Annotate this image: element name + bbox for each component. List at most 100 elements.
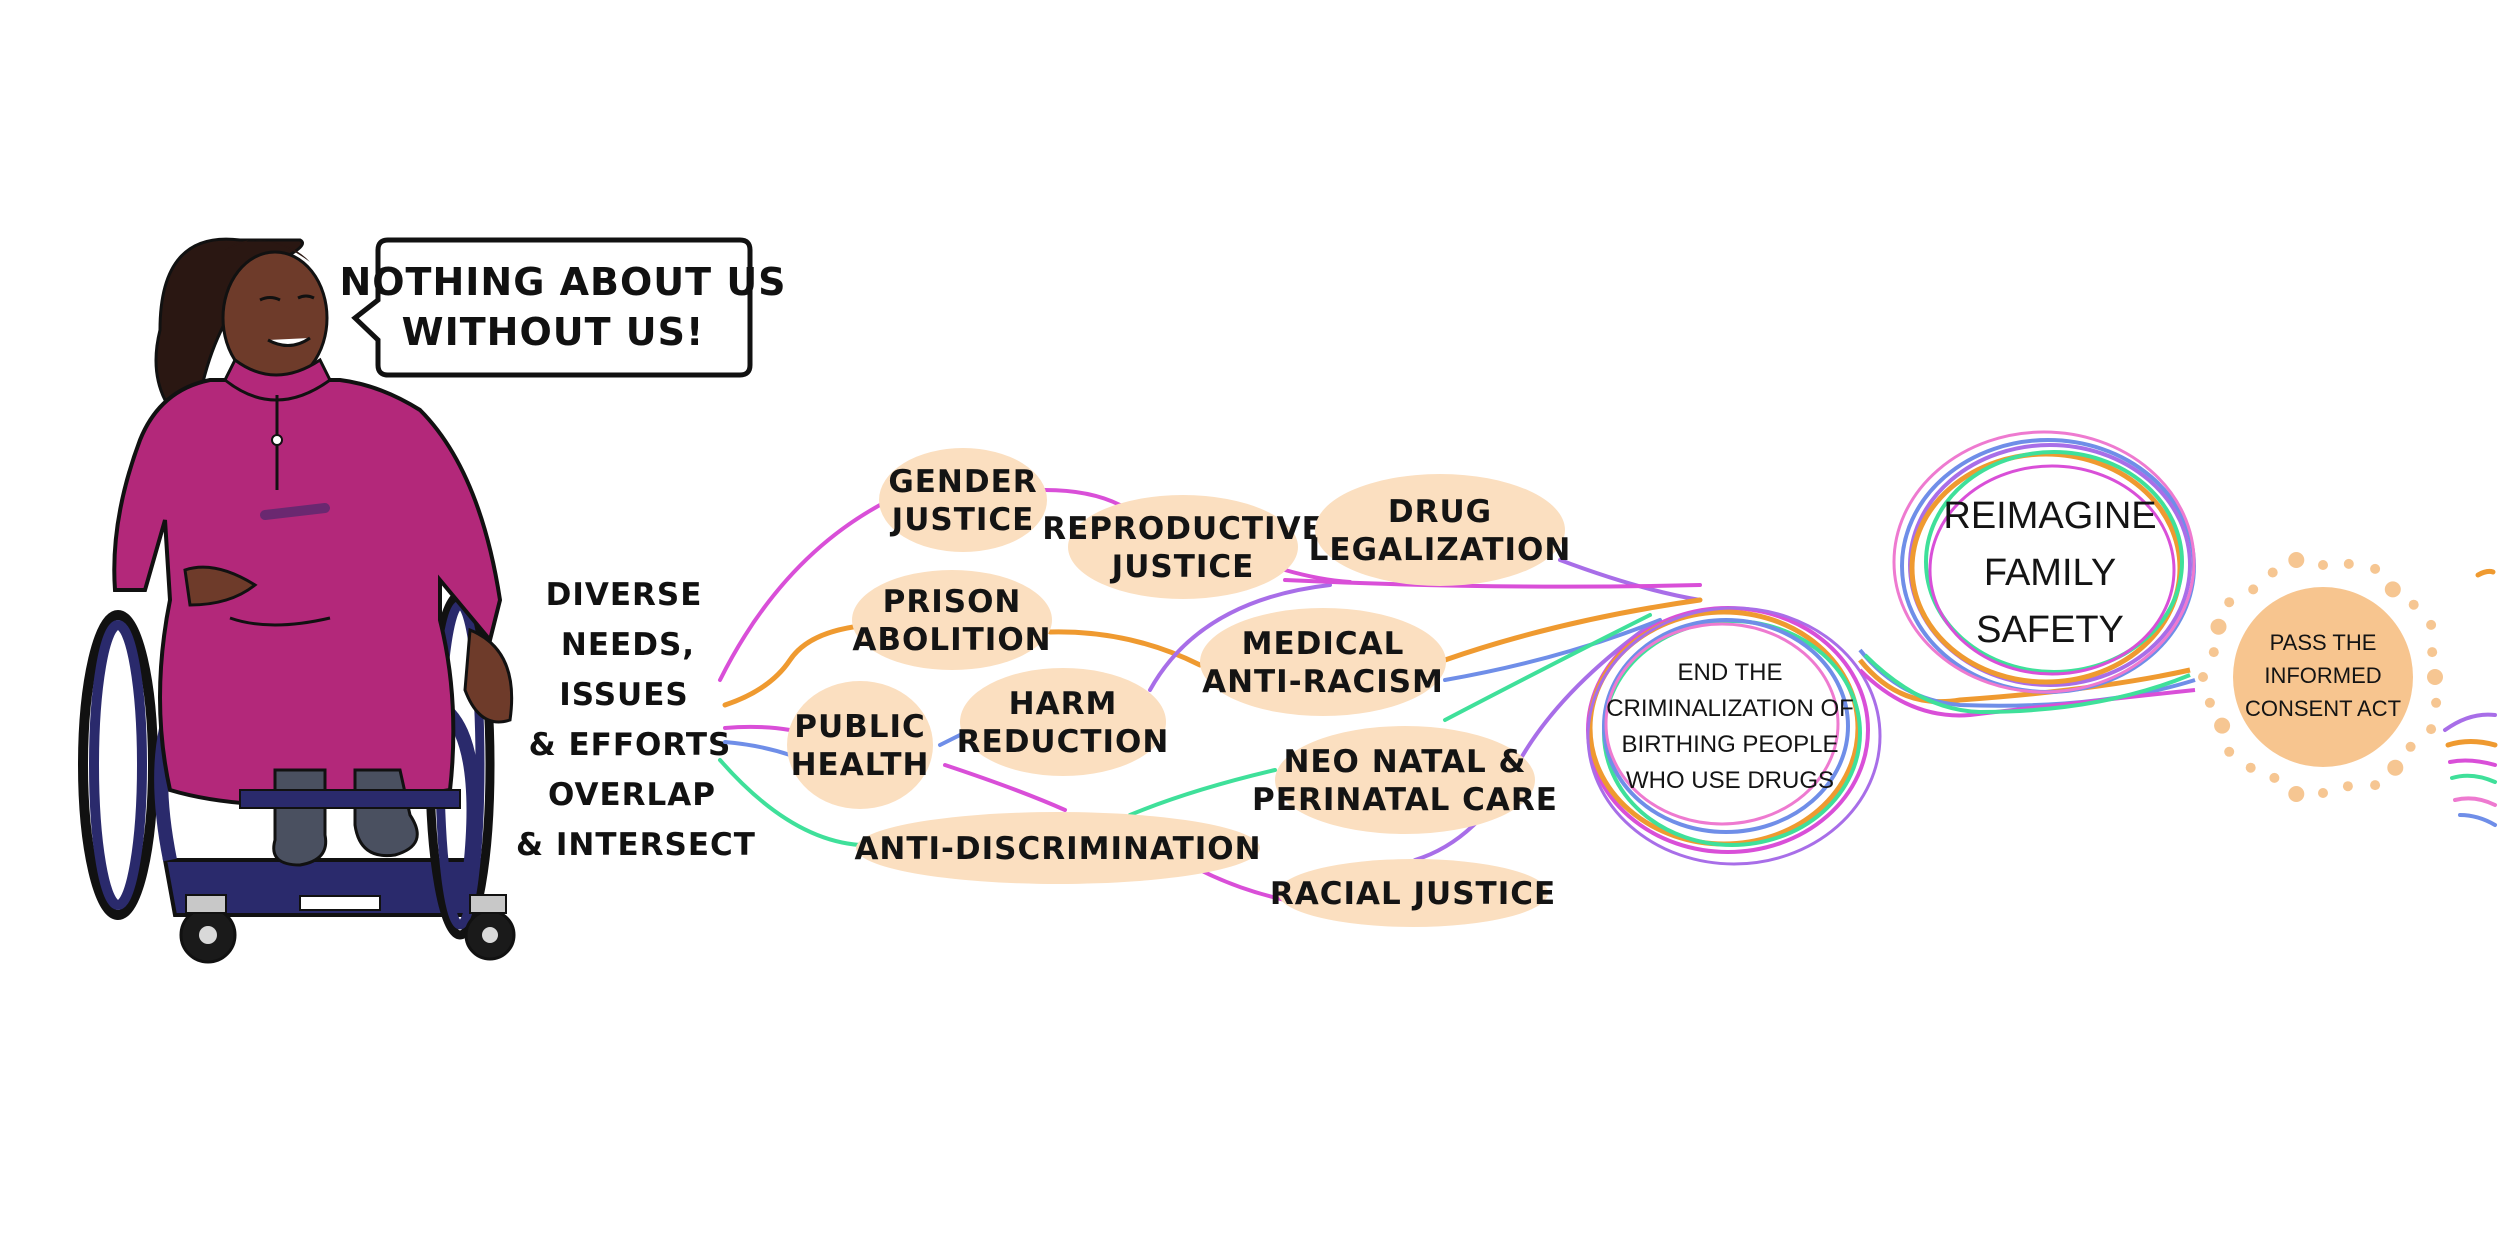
thread-intro-gender bbox=[718, 503, 882, 682]
goal-dot bbox=[2387, 759, 2404, 776]
thread-prison-medical bbox=[1047, 629, 1203, 668]
goal-dot-ring bbox=[2198, 552, 2443, 802]
thread-between-orange bbox=[1858, 658, 2191, 705]
topic-drug-legalization-line-2: LEGALIZATION bbox=[1309, 532, 1572, 568]
loop-reimagine-family-safety: REIMAGINE FAMILY SAFETY bbox=[1892, 430, 2196, 694]
goal-dot bbox=[2208, 647, 2219, 658]
loop1-line-1: END THE bbox=[1678, 659, 1783, 686]
wheelchair-rear-wheel-outer bbox=[78, 610, 158, 920]
speech-bubble-shape bbox=[351, 237, 753, 378]
goal-dot bbox=[2431, 697, 2442, 708]
topic-anti-discrimination-blob bbox=[856, 812, 1260, 884]
collar bbox=[223, 357, 332, 402]
goal-line-3: CONSENT ACT bbox=[2245, 696, 2401, 721]
thread-intro-antidisc bbox=[718, 758, 862, 847]
intro-text-block: DIVERSE NEEDS, ISSUES & EFFORTS OVERLAP … bbox=[516, 577, 756, 863]
loop1-ring-blue bbox=[1602, 618, 1850, 834]
goal-dot bbox=[2342, 781, 2353, 792]
goal-dot bbox=[2269, 772, 2280, 783]
smile bbox=[267, 336, 311, 347]
zipper-pull bbox=[271, 434, 283, 446]
eye-right bbox=[297, 294, 315, 300]
thread-drug-loop bbox=[1558, 558, 1702, 602]
topic-prison-line-1: PRISON bbox=[883, 584, 1022, 620]
wheelchair-plate bbox=[299, 895, 381, 911]
thread-intro-publichealth-pink bbox=[723, 724, 792, 732]
topic-medical-blob bbox=[1200, 608, 1446, 716]
goal-dot bbox=[2288, 786, 2305, 802]
dress-fold bbox=[229, 616, 331, 627]
goal-dot bbox=[2267, 567, 2278, 578]
goal-dot bbox=[2210, 618, 2227, 635]
eye-left bbox=[259, 296, 281, 302]
topic-public-health-line-2: HEALTH bbox=[791, 747, 930, 783]
loop2-ring-magenta bbox=[1928, 464, 2176, 676]
loop1-ring-purple bbox=[1586, 606, 1882, 866]
goal-dot bbox=[2288, 552, 2305, 568]
goal-dot bbox=[2224, 746, 2235, 757]
topic-harm-blob bbox=[960, 668, 1166, 776]
goal-dot bbox=[2318, 788, 2328, 798]
edge-thread-purple bbox=[2443, 712, 2497, 732]
goal-line-2: INFORMED bbox=[2264, 663, 2381, 688]
goal-dot bbox=[2408, 599, 2419, 610]
goal-line-1: PASS THE bbox=[2270, 630, 2377, 655]
wheelchair-seat bbox=[239, 789, 461, 809]
caster-fork-left bbox=[185, 894, 227, 914]
goal-dot bbox=[2224, 597, 2235, 608]
topic-racial-line-1: RACIAL JUSTICE bbox=[1270, 876, 1556, 912]
topic-reproductive-line-1: REPRODUCTIVE bbox=[1042, 511, 1324, 547]
goal-dot bbox=[2427, 669, 2443, 685]
loop1-line-3: BIRTHING PEOPLE bbox=[1622, 731, 1839, 758]
intro-line-4: & EFFORTS bbox=[529, 727, 732, 763]
speech-bubble-line-1: NOTHING ABOUT US bbox=[339, 260, 786, 304]
goal-dot bbox=[2370, 780, 2381, 791]
goal-dot bbox=[2426, 724, 2437, 735]
goal-dot bbox=[2318, 560, 2328, 570]
topic-prison-line-2: ABOLITION bbox=[852, 622, 1051, 658]
edge-thread-pink bbox=[2453, 796, 2497, 807]
edge-thread-orange bbox=[2445, 739, 2498, 748]
goal-informed-consent: PASS THE INFORMED CONSENT ACT bbox=[2198, 552, 2443, 802]
person-in-wheelchair-illustration bbox=[78, 237, 516, 964]
topic-prison-blob bbox=[852, 570, 1052, 670]
intro-line-2: NEEDS, bbox=[561, 627, 695, 663]
wheelchair-rear-wheel bbox=[89, 620, 147, 910]
topic-racial: RACIAL JUSTICE bbox=[1270, 859, 1556, 927]
loop2-line-2: FAMILY bbox=[1984, 552, 2116, 594]
thread-medical-loop-orange bbox=[1442, 597, 1703, 663]
topic-gender-blob bbox=[879, 448, 1047, 552]
topic-drug-legalization-line-1: DRUG bbox=[1388, 494, 1492, 530]
edge-thread-top-orange bbox=[2475, 568, 2496, 578]
caster-hub-right bbox=[482, 927, 498, 943]
edge-thread-blue bbox=[2458, 813, 2497, 827]
thread-harm-drug bbox=[1148, 583, 1332, 692]
topic-public-health-line-1: PUBLIC bbox=[794, 709, 926, 745]
topic-medical-line-2: ANTI-RACISM bbox=[1202, 664, 1444, 700]
thread-between-green bbox=[1863, 653, 2191, 715]
threads-loop1-loop2 bbox=[1858, 648, 2196, 718]
intro-line-1: DIVERSE bbox=[546, 577, 703, 613]
thread-publichealth-antidisc bbox=[943, 763, 1067, 812]
loop1-ring-pink bbox=[1604, 622, 1840, 826]
thread-gender-reproductive bbox=[1043, 488, 1122, 507]
goal-dot bbox=[2370, 563, 2381, 574]
goal-dot bbox=[2245, 762, 2256, 773]
speech-bubble: NOTHING ABOUT US WITHOUT US! bbox=[339, 237, 786, 378]
thread-antidisc-racial bbox=[1198, 868, 1287, 902]
dress-pocket bbox=[260, 503, 330, 520]
intro-line-6: & INTERSECT bbox=[516, 827, 756, 863]
caster-hub-left bbox=[199, 926, 217, 944]
loop1-line-4: WHO USE DRUGS bbox=[1626, 767, 1834, 794]
loop1-line-2: CRIMINALIZATION OF bbox=[1606, 695, 1854, 722]
caster-fork-right bbox=[469, 894, 507, 914]
thread-antidisc-neonatal bbox=[1128, 768, 1277, 817]
loop2-line-3: SAFETY bbox=[1976, 609, 2124, 651]
thread-medical-loop-blue bbox=[1443, 618, 1662, 682]
goal-dot bbox=[2248, 584, 2259, 595]
goal-dot bbox=[2384, 581, 2401, 598]
